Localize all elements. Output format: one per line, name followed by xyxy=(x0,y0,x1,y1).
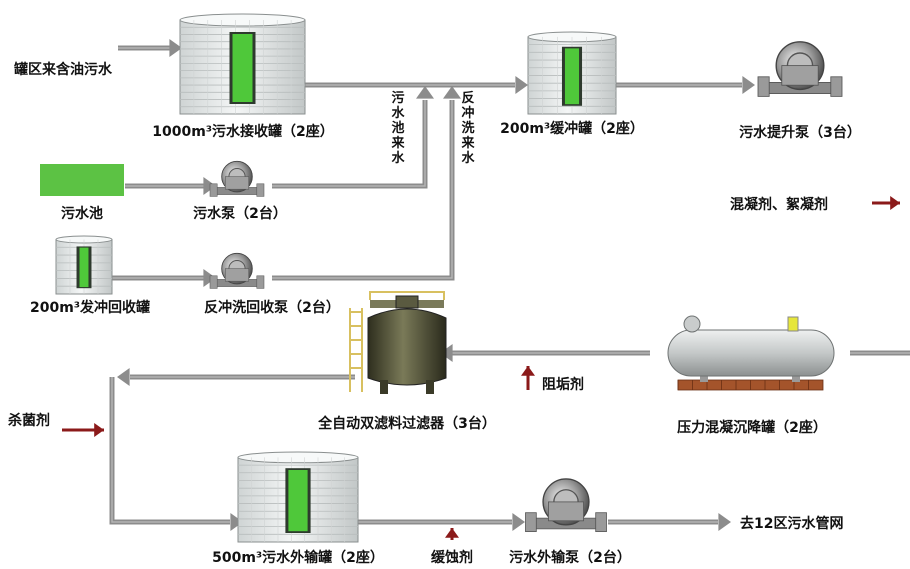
label-export_pump: 污水外输泵（2台） xyxy=(509,549,631,565)
export-tank-gauge xyxy=(288,470,308,532)
label-coagulant: 混凝剂、絮凝剂 xyxy=(730,196,828,213)
label-export_tank: 500m³污水外输罐（2座） xyxy=(212,549,384,565)
arrow-destination xyxy=(718,513,731,531)
pipe-left-down-highlight xyxy=(111,377,230,523)
chem-arrow-scale-inhibitor-head xyxy=(521,366,535,376)
filter-vessel xyxy=(367,308,447,386)
label-scale_inhibitor: 阻垢剂 xyxy=(542,376,584,393)
label-bactericide: 杀菌剂 xyxy=(8,412,50,429)
label-backwash-inflow-vertical: 反冲洗来水 xyxy=(460,90,475,166)
equipment-layer xyxy=(40,13,843,543)
label-backwash_tank: 200m³发冲回收罐 xyxy=(30,299,150,316)
filter-top-nozzle xyxy=(395,295,419,309)
label-layer: 罐区来含油污水 1000m³污水接收罐（2座） 污水池 污水泵（2台） 200m³发冲回… xyxy=(8,61,861,566)
filter-leg xyxy=(380,380,388,394)
receive-tank-gauge xyxy=(232,34,253,102)
receive-tank xyxy=(179,13,306,115)
backwash-pump xyxy=(209,252,265,289)
chem-arrow-coagulant-head xyxy=(890,196,900,210)
arrow-export-tank xyxy=(230,513,243,531)
pressure-settling-tank xyxy=(667,315,835,391)
pressure-tank-manhole xyxy=(683,315,701,333)
pipe-network xyxy=(62,39,910,540)
chem-arrow-corrosion-head xyxy=(445,528,459,538)
arrow-filter-out xyxy=(117,368,130,386)
buffer-tank xyxy=(527,31,617,115)
label-source_inflow: 罐区来含油污水 xyxy=(13,61,113,78)
pipe-backwash-riser-highlight xyxy=(272,100,453,279)
backwash-tank-gauge xyxy=(79,247,89,288)
label-sewage_pool: 污水池 xyxy=(61,205,103,222)
arrow-lift xyxy=(742,76,755,94)
label-backwash_pump: 反冲洗回收泵（2台） xyxy=(204,299,340,316)
label-pool-inflow-vertical: 污水池来水 xyxy=(390,90,405,166)
label-sewage_pump: 污水泵（2台） xyxy=(193,205,287,222)
sewage-pool xyxy=(40,164,124,196)
filter-railing xyxy=(369,291,445,300)
pressure-tank-body xyxy=(667,329,835,377)
export-tank-roof xyxy=(237,451,359,464)
arrow-export-pump xyxy=(512,513,525,531)
label-destination: 去12区污水管网 xyxy=(740,515,843,532)
arrow-pool-riser xyxy=(416,86,434,99)
label-lift_pump: 污水提升泵（3台） xyxy=(739,124,861,141)
label-buffer_tank: 200m³缓冲罐（2座） xyxy=(500,120,644,137)
label-receive_tank: 1000m³污水接收罐（2座） xyxy=(152,123,333,140)
filter-leg xyxy=(426,380,434,394)
pressure-tank-cap xyxy=(787,316,799,332)
backwash-tank xyxy=(55,235,113,295)
pipe-pool-riser-highlight xyxy=(272,100,426,187)
arrow-buffer xyxy=(515,76,528,94)
arrow-inflow xyxy=(169,39,182,57)
chem-arrow-bactericide-head xyxy=(94,423,104,437)
label-pressure_tank: 压力混凝沉降罐（2座） xyxy=(677,419,827,436)
pipe-left-down xyxy=(109,377,230,525)
arrow-sewage-pump xyxy=(203,177,216,195)
lift-pump xyxy=(757,41,843,98)
arrow-backwash-pump xyxy=(203,269,216,287)
arrow-backwash-riser xyxy=(443,86,461,99)
export-pump xyxy=(524,478,608,533)
buffer-tank-gauge xyxy=(564,48,580,105)
dual-media-filter xyxy=(349,291,447,394)
label-filter: 全自动双滤料过滤器（3台） xyxy=(317,415,496,432)
export-tank xyxy=(237,451,359,543)
receive-tank-roof xyxy=(179,13,306,27)
sewage-pump xyxy=(209,160,265,197)
label-corrosion_inhibitor: 缓蚀剂 xyxy=(431,549,473,565)
